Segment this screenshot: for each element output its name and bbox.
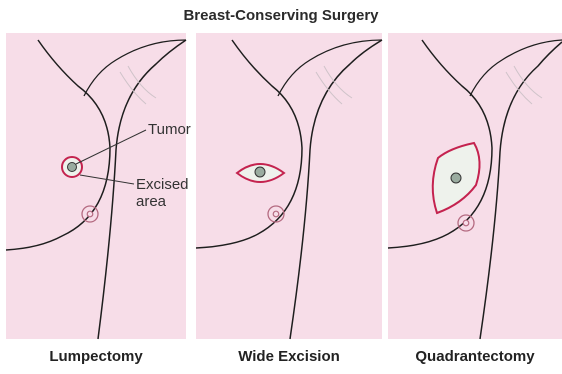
panel-wide-excision: [196, 33, 382, 339]
nipple: [87, 211, 93, 217]
tumor-dot: [451, 173, 461, 183]
panel-quadrantectomy: [388, 33, 562, 339]
excised-area-label-line1: Excised: [136, 176, 189, 193]
panel-label-quadrantectomy: Quadrantectomy: [388, 348, 562, 365]
tumor-callout-label: Tumor: [148, 121, 191, 138]
panel-label-lumpectomy: Lumpectomy: [6, 348, 186, 365]
excised-area-callout-label: Excised area: [136, 176, 189, 210]
panel-label-wide-excision: Wide Excision: [196, 348, 382, 365]
nipple: [463, 220, 469, 226]
nipple: [273, 211, 279, 217]
excised-area-label-line2: area: [136, 193, 189, 210]
tumor-dot: [68, 163, 77, 172]
tumor-dot: [255, 167, 265, 177]
